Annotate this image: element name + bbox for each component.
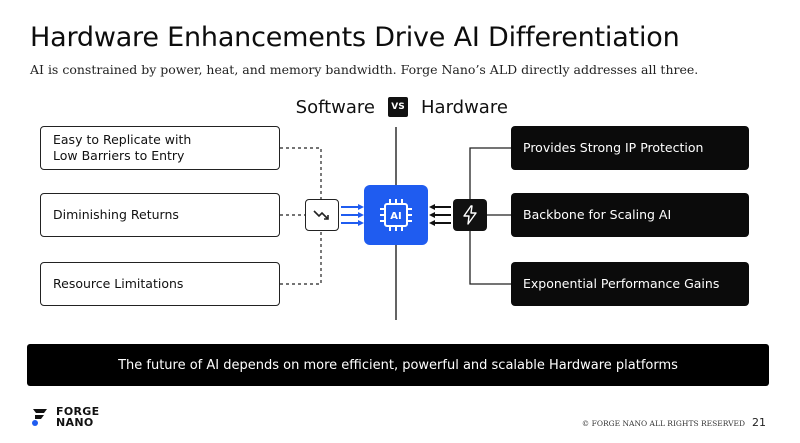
conclusion-banner: The future of AI depends on more efficie…	[27, 344, 769, 386]
hardware-item-backbone: Backbone for Scaling AI	[511, 193, 749, 237]
software-item-line: Low Barriers to Entry	[53, 148, 185, 163]
hardware-item-label: Provides Strong IP Protection	[523, 140, 704, 155]
page-number: 21	[752, 416, 766, 429]
software-item-label: Diminishing Returns	[53, 207, 179, 222]
trend-down-icon	[305, 199, 339, 231]
copyright-notice: © FORGE NANO ALL RIGHTS RESERVED	[581, 419, 745, 428]
hardware-item-performance: Exponential Performance Gains	[511, 262, 749, 306]
logo-line: FORGE	[56, 405, 100, 418]
software-item-diminishing: Diminishing Returns	[40, 193, 280, 237]
hardware-item-label: Backbone for Scaling AI	[523, 207, 672, 222]
hardware-item-label: Exponential Performance Gains	[523, 276, 720, 291]
slide-title: Hardware Enhancements Drive AI Different…	[30, 22, 680, 53]
forge-nano-logo-icon	[32, 409, 47, 426]
vs-badge: VS	[388, 97, 408, 117]
forge-nano-logo: FORGE NANO	[30, 406, 99, 428]
software-item-line: Easy to Replicate with	[53, 132, 192, 147]
software-heading: Software	[295, 96, 375, 118]
software-item-replicate: Easy to Replicate with Low Barriers to E…	[40, 126, 280, 170]
ai-chip-icon: AI	[364, 185, 428, 245]
logo-line: NANO	[56, 416, 94, 429]
lightning-icon	[453, 199, 487, 231]
software-item-label: Resource Limitations	[53, 276, 184, 291]
hardware-item-ip: Provides Strong IP Protection	[511, 126, 749, 170]
slide-subtitle: AI is constrained by power, heat, and me…	[30, 62, 699, 77]
chip-label: AI	[390, 211, 401, 222]
hardware-heading: Hardware	[421, 96, 508, 118]
software-item-resources: Resource Limitations	[40, 262, 280, 306]
